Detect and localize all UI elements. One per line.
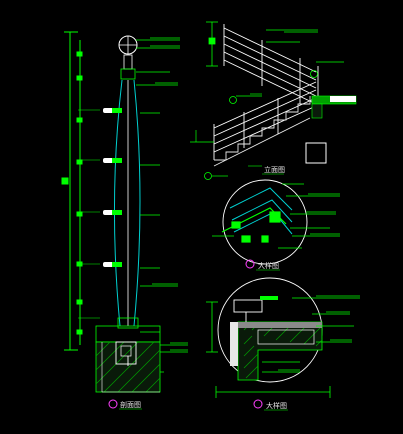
stair-elevation-view: 立面图 [190, 21, 357, 180]
corner-caption: 大样图 [245, 259, 280, 271]
handrail-top-circle [118, 35, 138, 80]
dimension-line-outer [61, 31, 78, 351]
stair-nosing-detail: 大样图 [206, 277, 360, 411]
section-view-caption: 剖面图 [108, 399, 142, 410]
corner-leader-lines [212, 183, 340, 249]
stair-steps [213, 96, 311, 167]
panel-brackets [103, 108, 122, 267]
elevation-dimension [206, 21, 218, 67]
section-view-caption-text: 剖面图 [120, 400, 141, 409]
handrail-section-view: 剖面图 [61, 31, 188, 410]
upper-flight-rails [223, 24, 319, 108]
handrail-base [95, 317, 161, 393]
stair-slab [230, 296, 323, 381]
elevation-leader-lines [190, 29, 344, 177]
nosing-dimension [206, 301, 331, 398]
stair-landing [204, 70, 357, 180]
nosing-caption-text: 大样图 [266, 401, 287, 410]
corner-caption-text: 大样图 [258, 261, 279, 270]
nosing-leader-lines [262, 295, 360, 373]
extension-lines [78, 109, 100, 319]
elevation-caption: 立面图 [248, 165, 285, 175]
section-marker-square [305, 142, 327, 164]
section-leader-lines [136, 37, 188, 373]
handrail-corner-detail: 大样图 [212, 179, 340, 271]
nosing-caption: 大样图 [253, 399, 288, 411]
lower-flight-rails [213, 81, 317, 160]
elevation-caption-text: 立面图 [264, 165, 285, 174]
